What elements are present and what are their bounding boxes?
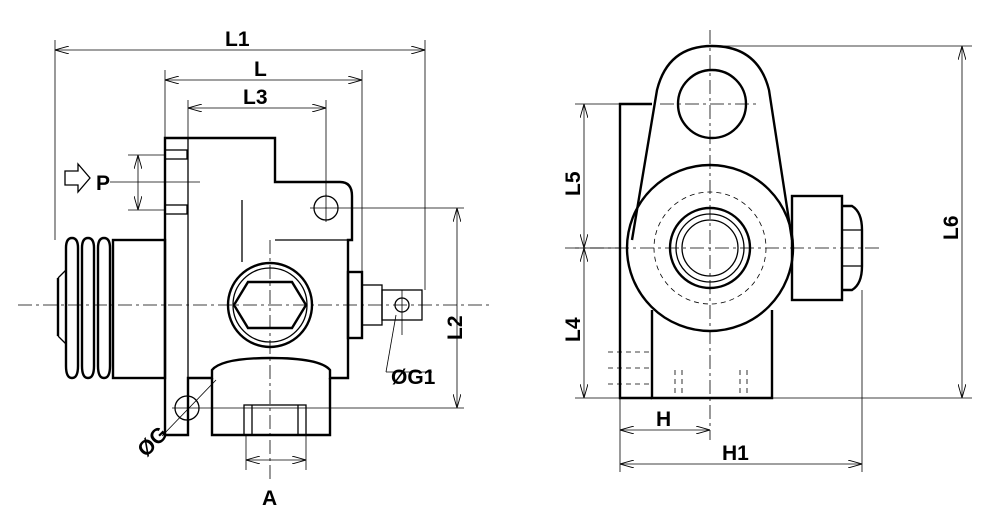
port-outer — [668, 206, 752, 290]
dim-g1-label: ØG1 — [391, 366, 436, 389]
finned-knob — [56, 236, 167, 380]
dim-l3-label: L3 — [243, 86, 268, 109]
front-view: L1 L L3 P L2 ØG1 ØG A — [18, 28, 490, 510]
port-p-upper — [164, 149, 188, 160]
mounting-lug — [630, 44, 794, 241]
right-nut — [842, 204, 864, 292]
dim-g-label: ØG — [133, 422, 172, 461]
port-p-arrow — [64, 162, 91, 194]
dim-a-label: A — [262, 487, 277, 510]
side-plate — [618, 102, 652, 400]
dim-l4-label: L4 — [562, 317, 585, 342]
fitting-g1 — [346, 270, 423, 340]
port-p-lower — [164, 204, 188, 215]
boss-outer — [625, 163, 795, 333]
valve-body-front — [163, 136, 354, 437]
dim-l6-label: L6 — [940, 215, 963, 240]
bottom-block — [650, 310, 774, 400]
dim-l2-label: L2 — [444, 315, 467, 340]
dim-h-label: H — [656, 408, 671, 431]
hex-plug — [226, 261, 314, 349]
port-p-label: P — [96, 172, 110, 195]
dim-l5-label: L5 — [562, 171, 585, 196]
dim-l-label: L — [254, 58, 267, 81]
side-view: L5 L4 L6 H H1 — [562, 30, 972, 472]
bottom-port-a — [210, 378, 332, 437]
lug-hole — [676, 68, 748, 140]
dim-l1-label: L1 — [225, 28, 250, 51]
dim-h1-label: H1 — [722, 442, 749, 465]
